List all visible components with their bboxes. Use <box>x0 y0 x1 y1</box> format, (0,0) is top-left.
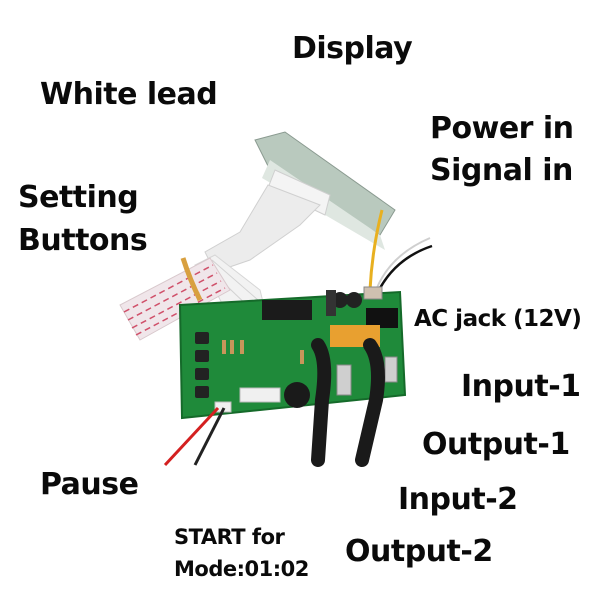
label-display: Display <box>292 31 413 66</box>
label-white-lead: White lead <box>40 77 218 112</box>
label-input-1: Input-1 <box>461 369 581 404</box>
label-output-1: Output-1 <box>422 427 570 462</box>
pcb-board <box>178 290 407 420</box>
label-setting: Setting <box>18 180 139 215</box>
label-start-for: START for <box>174 525 285 549</box>
signal-wires <box>363 209 433 300</box>
label-pause: Pause <box>40 467 139 502</box>
label-mode: Mode:01:02 <box>174 557 309 581</box>
black-cables <box>311 338 385 467</box>
pause-wires <box>163 406 226 467</box>
label-output-2: Output-2 <box>345 534 493 569</box>
label-input-2: Input-2 <box>398 482 518 517</box>
label-buttons: Buttons <box>18 223 148 258</box>
label-power-in: Power in <box>430 111 574 146</box>
label-signal-in: Signal in <box>430 153 573 188</box>
setting-buttons <box>195 332 209 398</box>
label-ac-jack: AC jack (12V) <box>414 306 582 332</box>
